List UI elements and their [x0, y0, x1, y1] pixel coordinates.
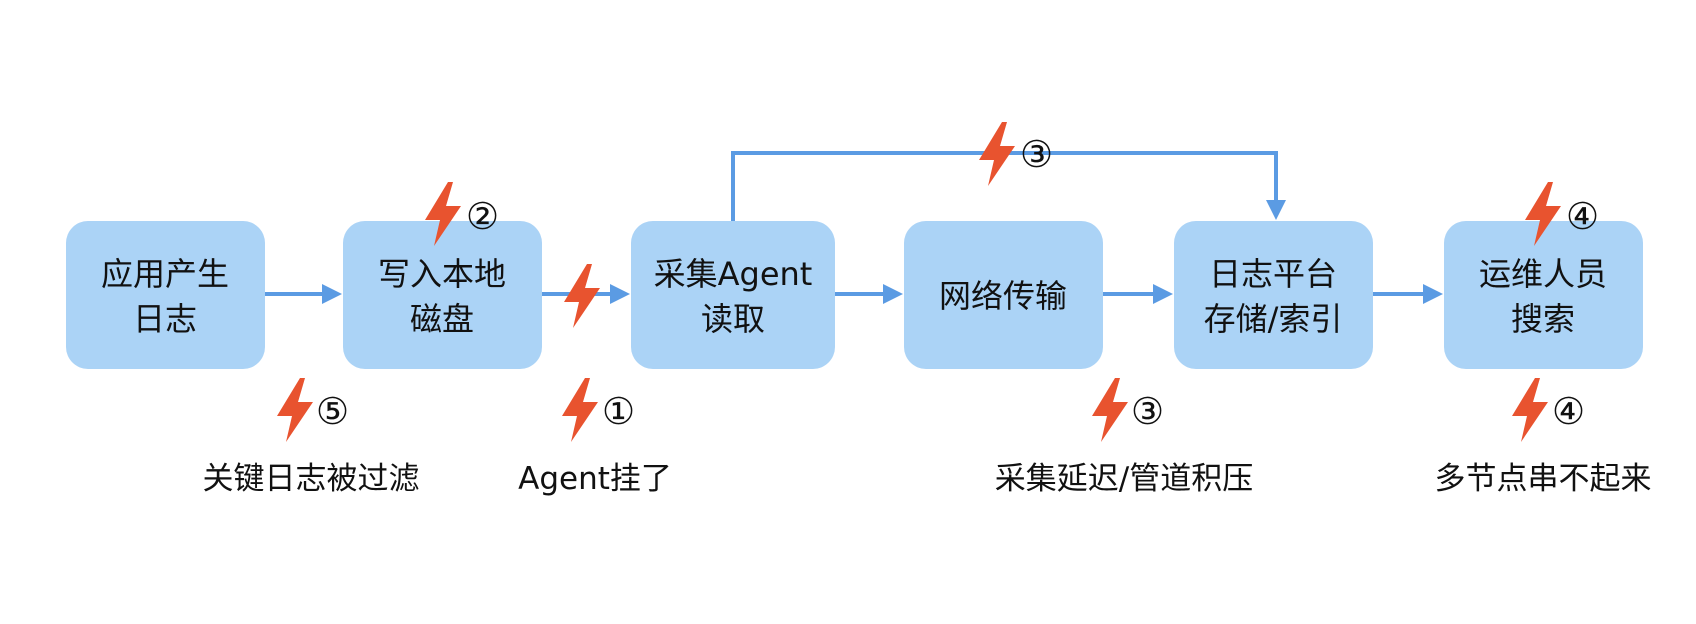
node-network: 网络传输: [904, 221, 1103, 369]
node-label-line: 运维人员: [1479, 255, 1607, 293]
failure-marker-ops: ④: [1525, 182, 1599, 246]
marker-number: ④: [1552, 390, 1585, 433]
node-app: 应用产生 日志: [66, 221, 265, 369]
failure-label: 采集延迟/管道积压: [995, 461, 1253, 497]
lightning-icon: [564, 264, 600, 328]
failure-callout-filter: ⑤ 关键日志被过滤: [203, 378, 420, 497]
failure-marker-disk: ②: [425, 182, 499, 246]
node-label-line: 日志: [133, 300, 197, 338]
node-label-line: 日志平台: [1209, 255, 1337, 293]
edge-platform-ops: [1373, 284, 1443, 304]
failure-label: 关键日志被过滤: [203, 461, 420, 497]
node-platform: 日志平台 存储/索引: [1174, 221, 1373, 369]
marker-number: ③: [1020, 133, 1053, 176]
node-agent: 采集Agent 读取: [631, 221, 835, 369]
node-label-line: 存储/索引: [1204, 300, 1343, 338]
failure-callout-latency: ③ 采集延迟/管道积压: [995, 378, 1253, 497]
lightning-icon: [277, 378, 313, 442]
node-label-line: 磁盘: [410, 300, 474, 338]
marker-number: ⑤: [316, 390, 349, 433]
failure-callout-correlation: ④ 多节点串不起来: [1435, 378, 1652, 497]
failure-marker-agent-arrow: [564, 264, 600, 328]
marker-number: ④: [1566, 195, 1599, 238]
lightning-icon: [979, 122, 1015, 186]
node-label-line: 采集Agent: [654, 255, 813, 293]
node-label-line: 读取: [701, 300, 765, 338]
node-label-line: 搜索: [1511, 300, 1575, 338]
failure-marker-bypass: ③: [979, 122, 1053, 186]
marker-number: ②: [466, 195, 499, 238]
failure-callout-agent-down: ① Agent挂了: [518, 378, 672, 497]
node-label-line: 应用产生: [101, 255, 229, 293]
edge-agent-platform-bypass: [731, 151, 1286, 221]
lightning-icon: [1092, 378, 1128, 442]
node-ops: 运维人员 搜索: [1444, 221, 1643, 369]
failure-label: Agent挂了: [518, 461, 672, 497]
marker-number: ③: [1131, 390, 1164, 433]
edge-app-disk: [265, 284, 342, 304]
failure-label: 多节点串不起来: [1435, 461, 1652, 497]
edge-agent-network: [835, 284, 903, 304]
node-disk: 写入本地 磁盘: [343, 221, 542, 369]
edge-network-platform: [1103, 284, 1173, 304]
node-label-line: 网络传输: [939, 277, 1067, 315]
lightning-icon: [1512, 378, 1548, 442]
marker-number: ①: [602, 390, 635, 433]
node-label-line: 写入本地: [378, 255, 506, 293]
lightning-icon: [562, 378, 598, 442]
